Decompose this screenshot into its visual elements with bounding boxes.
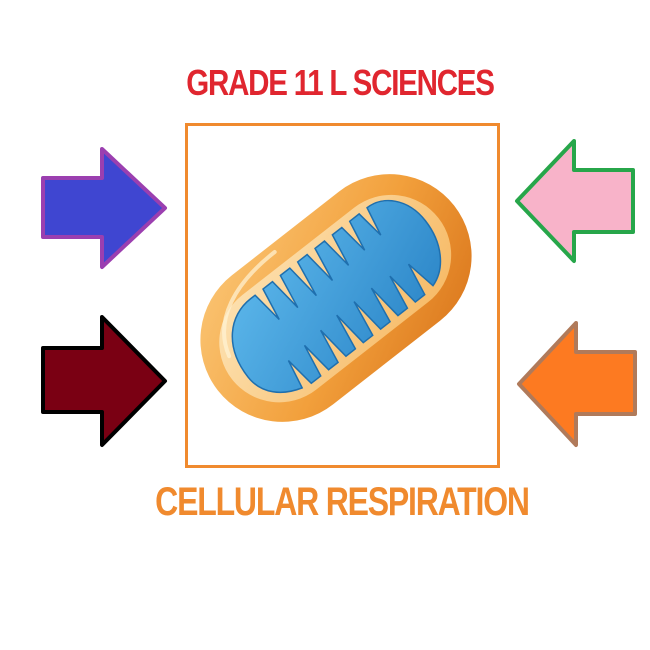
arrow-bottom-right-shape: [517, 321, 637, 447]
mitochondrion-icon: [200, 174, 472, 422]
page-subtitle: CELLULAR RESPIRATION: [155, 480, 530, 524]
arrow-right-icon: [41, 315, 167, 447]
arrow-left-icon: [515, 139, 635, 263]
arrow-right-icon: [41, 147, 167, 269]
page-title: GRADE 11 L SCIENCES: [186, 62, 495, 103]
arrow-top-left-shape: [41, 147, 167, 269]
arrow-bottom-left-shape: [41, 315, 167, 447]
arrow-left-icon: [517, 321, 637, 447]
cristae: [231, 199, 442, 394]
arrow-top-right-shape: [515, 139, 635, 263]
illustration-frame: [185, 123, 500, 468]
